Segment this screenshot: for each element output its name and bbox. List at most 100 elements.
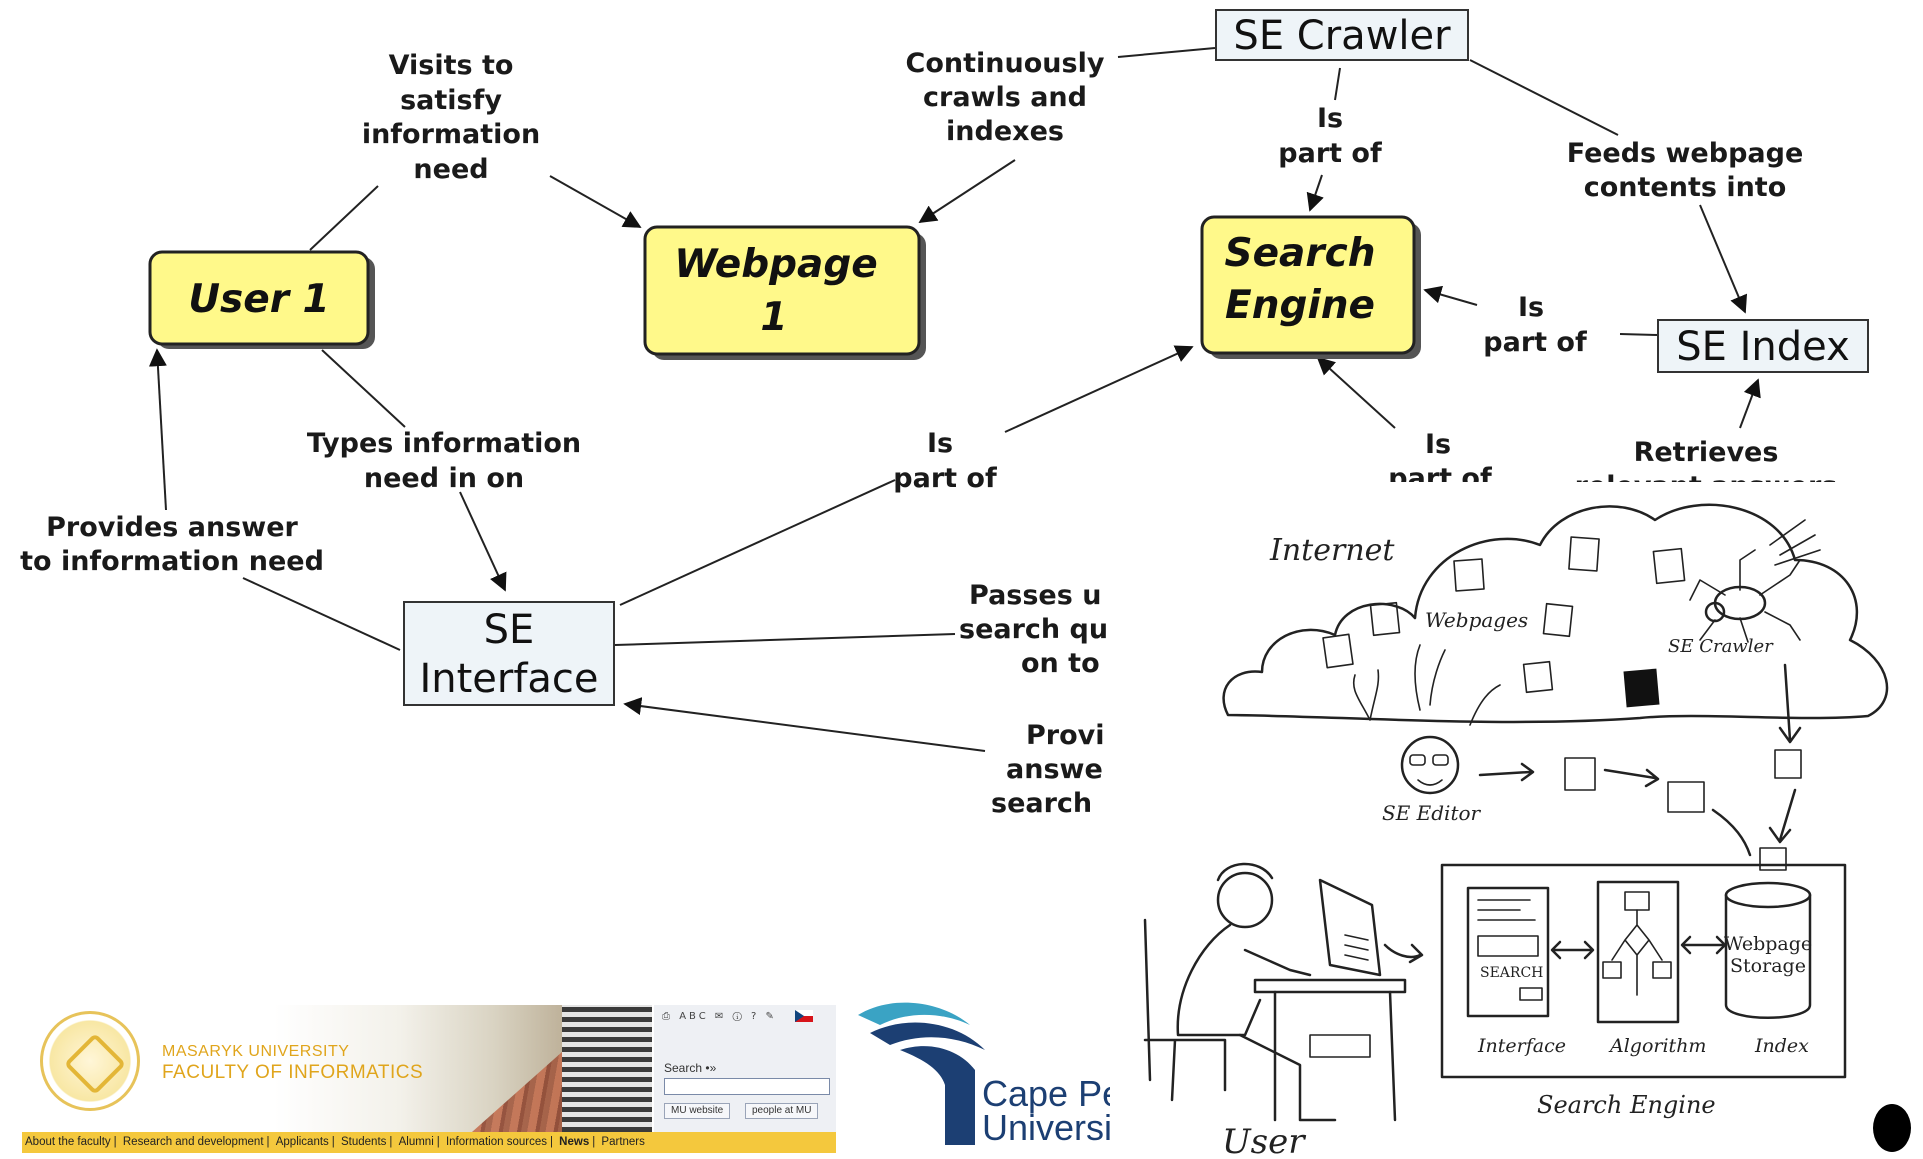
svg-text:Feeds webpage: Feeds webpage xyxy=(1567,138,1804,169)
svg-text:Continuously: Continuously xyxy=(906,48,1105,79)
svg-text:User 1: User 1 xyxy=(188,277,329,322)
svg-text:SEARCH: SEARCH xyxy=(1480,965,1543,981)
link-label-interface-part-of: Is part of xyxy=(893,428,997,494)
svg-text:part of: part of xyxy=(1388,463,1492,494)
svg-text:SE Crawler: SE Crawler xyxy=(1233,13,1451,59)
svg-text:on to: on to xyxy=(1021,648,1100,679)
nav-item-students[interactable]: Students xyxy=(341,1136,387,1148)
node-webpage-1: Webpage 1 xyxy=(643,225,926,360)
svg-text:Is: Is xyxy=(1425,429,1451,460)
czech-flag-icon[interactable] xyxy=(795,1010,813,1022)
svg-text:Engine: Engine xyxy=(1225,283,1375,328)
svg-text:satisfy: satisfy xyxy=(400,85,502,116)
svg-text:need in on: need in on xyxy=(364,463,524,494)
svg-text:part of: part of xyxy=(1278,138,1382,169)
link-label-crawler-part-of: Is part of xyxy=(1278,103,1382,169)
link-label-retrieves: Retrieves relevant answers xyxy=(1575,437,1838,502)
people-at-mu-button[interactable]: people at MU xyxy=(745,1103,819,1119)
svg-text:Is: Is xyxy=(1317,103,1343,134)
svg-text:Provides answer: Provides answer xyxy=(46,512,298,543)
nav-item-about[interactable]: About the faculty xyxy=(25,1136,111,1148)
link-label-bottom-part-of: Is part of xyxy=(1388,429,1492,494)
svg-text:crawls and: crawls and xyxy=(923,82,1087,113)
svg-text:Passes u: Passes u xyxy=(969,580,1101,611)
se-editor-label: SE Editor xyxy=(1382,801,1482,825)
nav-item-partners[interactable]: Partners xyxy=(601,1136,645,1148)
svg-text:SE: SE xyxy=(484,607,535,653)
node-se-crawler: SE Crawler xyxy=(1215,9,1469,61)
cput-emblem-icon xyxy=(858,1002,985,1145)
nav-item-applicants[interactable]: Applicants xyxy=(275,1136,329,1148)
internet-cloud xyxy=(1222,503,1889,724)
se-editor-icon xyxy=(1400,735,1460,795)
user-at-computer-icon xyxy=(1143,862,1424,1122)
link-label-provides-cut: Provi answe search xyxy=(991,720,1105,819)
link-label-feeds: Feeds webpage contents into xyxy=(1567,138,1804,203)
link-label-passes: Passes u search qu on to xyxy=(959,580,1108,679)
faculty-seal-logo xyxy=(40,1011,140,1111)
svg-text:Search: Search xyxy=(1225,231,1376,276)
link-label-types: Types information need in on xyxy=(307,428,581,494)
node-search-engine: Search Engine xyxy=(1200,215,1421,359)
sketch-user-label: User xyxy=(1222,1122,1306,1159)
university-name: MASARYK UNIVERSITY xyxy=(162,1043,350,1060)
node-se-index: SE Index xyxy=(1657,319,1869,373)
cput-name: Cape Pe Universit xyxy=(982,1073,1110,1148)
webpage-icons xyxy=(1322,536,1686,708)
svg-text:answe: answe xyxy=(1006,754,1103,785)
svg-text:Provi: Provi xyxy=(1026,720,1105,751)
nav-item-research[interactable]: Research and development xyxy=(122,1136,264,1148)
algorithm-panel xyxy=(1596,880,1680,1024)
crawler-spider-icon xyxy=(1689,519,1821,643)
cape-peninsula-university-logo: Cape Pe Universit xyxy=(850,995,1110,1155)
nav-item-news[interactable]: News xyxy=(559,1136,590,1148)
link-label-visits: Visits to satisfy information need xyxy=(362,50,540,185)
search-engine-label: Search Engine xyxy=(1537,1091,1716,1119)
node-user-1: User 1 xyxy=(148,250,375,349)
faculty-name: FACULTY OF INFORMATICS xyxy=(162,1062,424,1083)
nav-item-alumni[interactable]: Alumni xyxy=(398,1136,434,1148)
svg-text:relevant answers: relevant answers xyxy=(1575,471,1838,502)
svg-text:information: information xyxy=(362,119,540,150)
nav-item-information-sources[interactable]: Information sources xyxy=(445,1136,547,1148)
concept-map-edges xyxy=(148,47,1761,752)
svg-text:Webpage: Webpage xyxy=(674,242,878,287)
svg-text:Visits to: Visits to xyxy=(389,50,514,81)
svg-text:need: need xyxy=(413,154,488,185)
svg-text:search qu: search qu xyxy=(959,614,1108,645)
node-se-interface: SE Interface xyxy=(403,601,615,706)
toolbar-icons[interactable]: ⎙ ABC ✉ ⓘ ? ✎ xyxy=(662,1011,777,1022)
svg-text:search: search xyxy=(991,788,1092,819)
webpage-storage-icon: Webpage Storage xyxy=(1724,881,1812,1019)
interface-label: Interface xyxy=(1477,1035,1566,1057)
svg-text:Webpage: Webpage xyxy=(1724,933,1812,955)
link-label-continuously: Continuously crawls and indexes xyxy=(906,48,1105,147)
sketch-crawler-label: SE Crawler xyxy=(1668,636,1774,657)
internet-label: Internet xyxy=(1269,533,1395,568)
index-label: Index xyxy=(1754,1035,1809,1057)
search-engine-box xyxy=(1440,863,1847,1079)
masaryk-university-banner: MASARYK UNIVERSITY FACULTY OF INFORMATIC… xyxy=(22,1005,836,1153)
svg-text:Storage: Storage xyxy=(1730,955,1806,977)
svg-text:part of: part of xyxy=(1483,327,1587,358)
svg-text:1: 1 xyxy=(760,295,787,340)
svg-text:Interface: Interface xyxy=(419,656,598,702)
mu-website-button[interactable]: MU website xyxy=(664,1103,731,1119)
corner-dot xyxy=(1873,1104,1911,1152)
webpages-label: Webpages xyxy=(1425,608,1528,632)
link-label-index-part-of: Is part of xyxy=(1483,292,1587,358)
search-input[interactable] xyxy=(664,1078,830,1095)
svg-text:part of: part of xyxy=(893,463,997,494)
svg-text:indexes: indexes xyxy=(946,116,1064,147)
svg-text:Is: Is xyxy=(927,428,953,459)
sketch-illustration: Internet Webpages SE Crawler xyxy=(1143,503,1889,1159)
svg-text:contents into: contents into xyxy=(1584,172,1787,203)
search-label: Search •» xyxy=(664,1061,717,1075)
svg-text:Types information: Types information xyxy=(307,428,581,459)
building-photo-facade xyxy=(562,1005,652,1132)
algorithm-label: Algorithm xyxy=(1608,1035,1706,1057)
svg-text:Retrieves: Retrieves xyxy=(1634,437,1779,468)
svg-text:Is: Is xyxy=(1518,292,1544,323)
faculty-nav-bar: About the faculty| Research and developm… xyxy=(22,1132,836,1153)
